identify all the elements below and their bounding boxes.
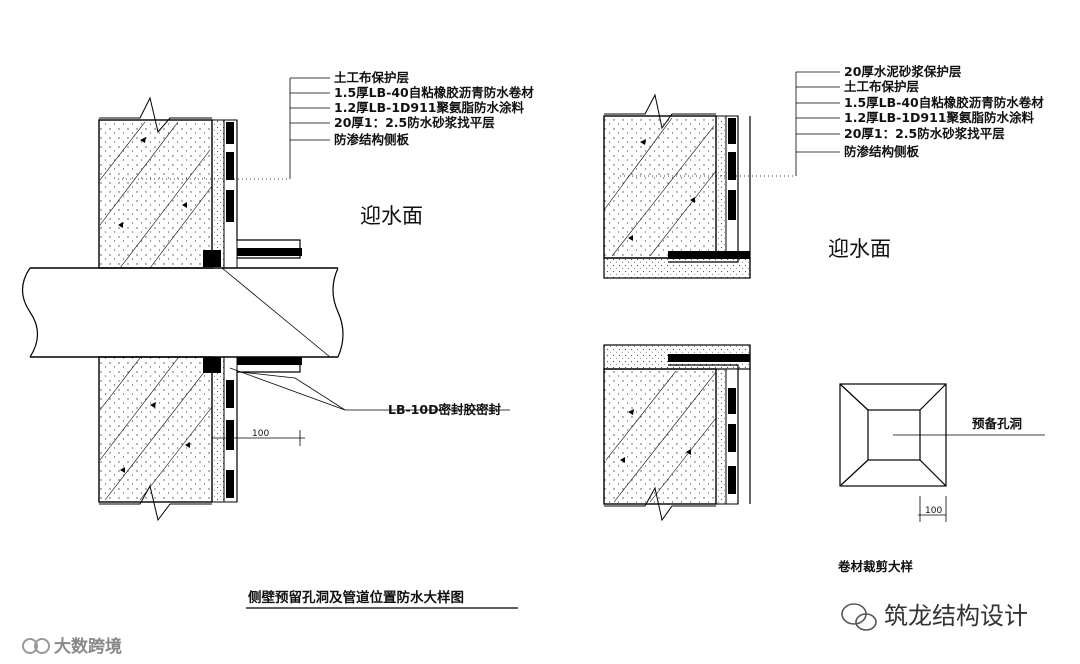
left-layer-5: 防渗结构侧板 — [334, 132, 410, 147]
left-layer-labels: 土工布保护层 1.5厚LB-40自粘橡胶沥青防水卷材 1.2厚LB-1D911聚… — [334, 70, 534, 147]
right-bottom-detail — [603, 344, 751, 522]
left-face-label: 迎水面 — [360, 204, 423, 228]
cut-caption: 卷材裁剪大样 — [837, 559, 914, 574]
right-face-label: 迎水面 — [828, 237, 891, 261]
left-layer-2: 1.5厚LB-40自粘橡胶沥青防水卷材 — [334, 85, 534, 100]
right-top-detail — [603, 71, 840, 279]
left-layer-4: 20厚1：2.5防水砂浆找平层 — [334, 115, 495, 130]
left-layer-1: 土工布保护层 — [334, 70, 410, 85]
left-wall-lower — [98, 356, 213, 503]
cut-pattern-detail — [839, 383, 1045, 522]
left-wall-upper — [98, 119, 213, 269]
bottom-left-watermark-text: 大数跨境 — [54, 636, 122, 657]
right-layer-4: 1.2厚LB-1D911聚氨脂防水涂料 — [844, 110, 1034, 125]
right-layer-5: 20厚1：2.5防水砂浆找平层 — [844, 126, 1005, 141]
left-layer-3: 1.2厚LB-1D911聚氨脂防水涂料 — [334, 100, 524, 115]
left-mortar-upper — [211, 119, 225, 269]
wechat-watermark-text: 筑龙结构设计 — [884, 602, 1028, 630]
right-layer-1: 20厚水泥砂浆保护层 — [844, 64, 962, 79]
left-wall-detail — [21, 77, 510, 522]
brand-logo-icon — [22, 638, 50, 654]
right-layer-2: 土工布保护层 — [844, 79, 920, 94]
right-layer-labels: 20厚水泥砂浆保护层 土工布保护层 1.5厚LB-40自粘橡胶沥青防水卷材 1.… — [844, 64, 1044, 159]
sealant-label: LB-10D密封胶密封 — [388, 402, 501, 417]
left-dimension: 100 — [252, 429, 269, 439]
wechat-icon — [841, 603, 877, 631]
cut-dimension: 100 — [925, 506, 942, 516]
right-layer-3: 1.5厚LB-40自粘橡胶沥青防水卷材 — [844, 95, 1044, 110]
left-mortar-lower — [211, 356, 225, 503]
main-caption: 侧壁预留孔洞及管道位置防水大样图 — [248, 589, 464, 606]
hole-label: 预备孔洞 — [972, 416, 1022, 431]
bottom-left-watermark: 大数跨境 — [22, 636, 122, 657]
right-layer-6: 防渗结构侧板 — [844, 144, 920, 159]
wechat-watermark: 筑龙结构设计 — [841, 602, 1028, 631]
